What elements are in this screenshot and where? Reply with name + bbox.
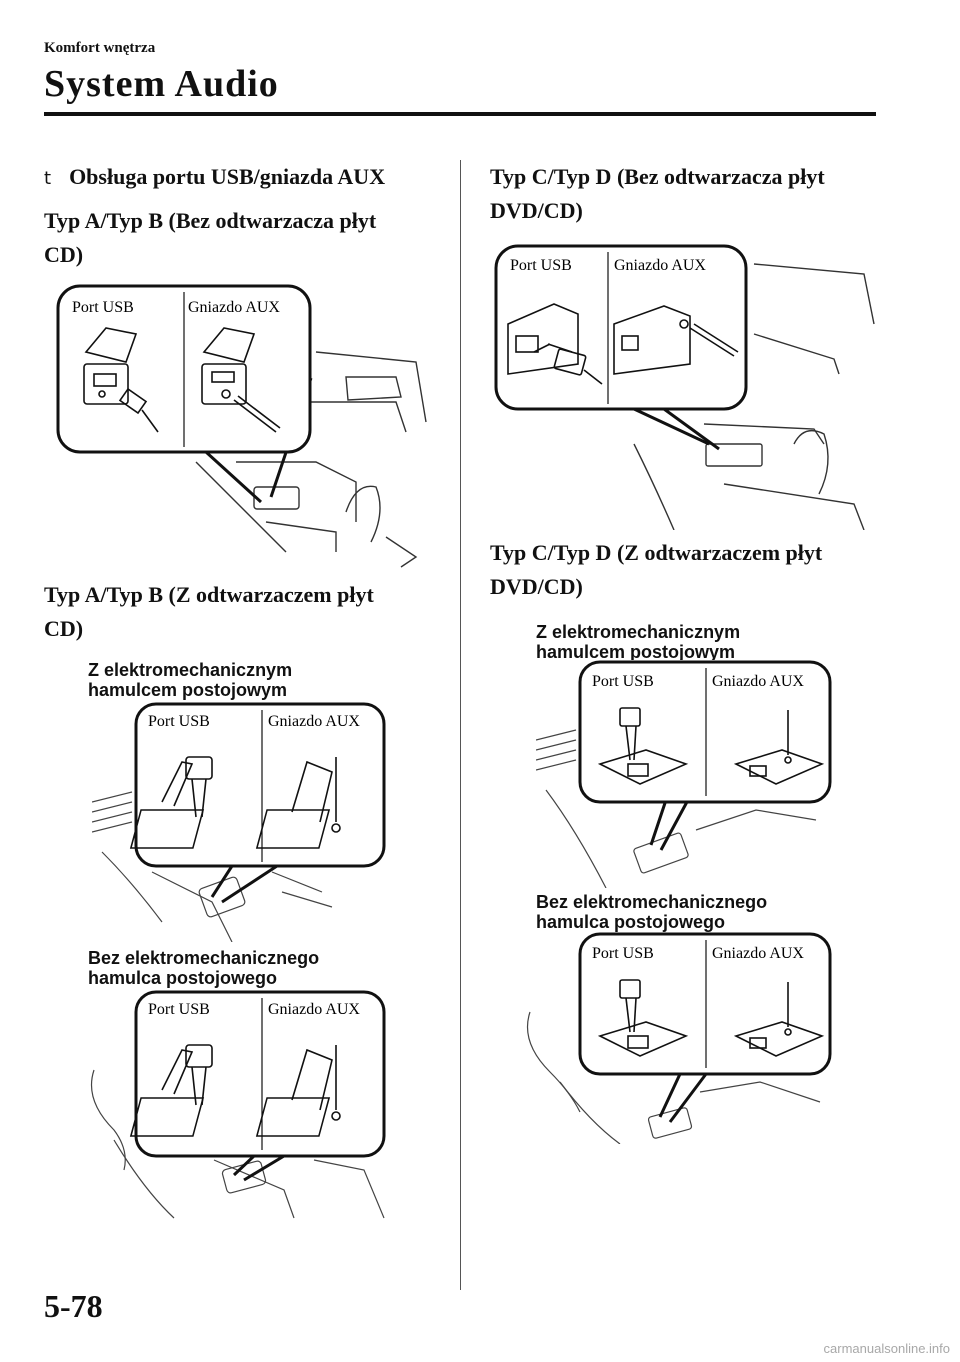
heading-type-ab-no-cd: Typ A/Typ B (Bez odtwarzacza płyt CD) <box>44 204 376 272</box>
figure-type-ab-cd-epb: Port USB Gniazdo AUX <box>92 702 392 942</box>
subheading-line: Z elektromechanicznym <box>536 622 741 642</box>
usb-port-icon <box>597 707 689 785</box>
subheading-line: hamulcem postojowym <box>536 642 736 662</box>
title-rule <box>44 112 876 116</box>
subheading-line: hamulcem postojowym <box>88 680 288 700</box>
usb-callout-label: Port USB <box>148 713 210 730</box>
heading-line: CD) <box>44 616 84 641</box>
aux-callout-label: Gniazdo AUX <box>712 945 804 962</box>
figure-type-cd-no-dvd: Port USB Gniazdo AUX <box>494 244 884 530</box>
figure-type-ab-no-cd: Port USB Gniazdo AUX <box>56 282 436 572</box>
heading-line: CD) <box>44 242 84 267</box>
usb-callout-label: Port USB <box>72 299 134 316</box>
aux-jack-icon <box>733 982 825 1057</box>
subheading-line: Bez elektromechanicznego <box>88 948 320 968</box>
usb-callout-label: Port USB <box>510 257 572 274</box>
usb-port-icon <box>83 327 159 433</box>
subheading-line: Z elektromechanicznym <box>88 660 293 680</box>
heading-line: Typ C/Typ D (Z odtwarzaczem płyt <box>490 540 823 565</box>
usb-port-icon <box>597 979 689 1057</box>
heading-type-cd-dvd: Typ C/Typ D (Z odtwarzaczem płyt DVD/CD) <box>490 536 822 604</box>
aux-jack-icon <box>733 710 825 785</box>
subheading-no-epb: Bez elektromechanicznego hamulca postojo… <box>88 948 319 988</box>
heading-line: DVD/CD) <box>490 198 583 223</box>
heading-line: Typ A/Typ B (Z odtwarzaczem płyt <box>44 582 374 607</box>
aux-jack-icon <box>255 1045 341 1137</box>
heading-line: DVD/CD) <box>490 574 583 599</box>
figure-type-cd-dvd-no-epb: Port USB Gniazdo AUX <box>520 932 840 1144</box>
page-title: System Audio <box>44 63 279 105</box>
aux-jack-icon <box>255 757 341 849</box>
aux-callout-label: Gniazdo AUX <box>712 673 804 690</box>
section-label: Komfort wnętrza <box>44 40 156 56</box>
column-divider <box>460 160 461 1290</box>
subheading-no-epb: Bez elektromechanicznego hamulca postojo… <box>536 892 767 932</box>
figure-type-cd-dvd-epb: Port USB Gniazdo AUX <box>536 660 836 888</box>
heading-usb-aux: t Obsługa portu USB/gniazda AUX <box>44 160 385 196</box>
subheading-line: hamulca postojowego <box>536 912 726 932</box>
heading-usb-aux-text: Obsługa portu USB/gniazda AUX <box>69 164 386 189</box>
aux-jack-icon <box>201 327 281 433</box>
subheading-epb: Z elektromechanicznym hamulcem postojowy… <box>536 622 740 662</box>
usb-port-icon <box>129 1044 213 1137</box>
heading-line: Typ A/Typ B (Bez odtwarzacza płyt <box>44 208 377 233</box>
aux-callout-label: Gniazdo AUX <box>188 299 280 316</box>
aux-jack-icon <box>613 305 739 375</box>
usb-callout-label: Port USB <box>148 1001 210 1018</box>
usb-callout-label: Port USB <box>592 945 654 962</box>
watermark: carmanualsonline.info <box>823 1341 950 1356</box>
subheading-line: hamulca postojowego <box>88 968 278 988</box>
heading-type-ab-cd: Typ A/Typ B (Z odtwarzaczem płyt CD) <box>44 578 374 646</box>
figure-type-ab-cd-no-epb: Port USB Gniazdo AUX <box>84 990 394 1220</box>
usb-port-icon <box>507 303 603 385</box>
usb-callout-label: Port USB <box>592 673 654 690</box>
heading-type-cd-no-dvd: Typ C/Typ D (Bez odtwarzacza płyt DVD/CD… <box>490 160 825 228</box>
bullet-icon: t <box>44 168 52 189</box>
aux-callout-label: Gniazdo AUX <box>268 713 360 730</box>
aux-callout-label: Gniazdo AUX <box>614 257 706 274</box>
page-number: 5-78 <box>44 1288 103 1324</box>
aux-callout-label: Gniazdo AUX <box>268 1001 360 1018</box>
usb-port-icon <box>129 756 213 849</box>
subheading-epb: Z elektromechanicznym hamulcem postojowy… <box>88 660 292 700</box>
subheading-line: Bez elektromechanicznego <box>536 892 768 912</box>
heading-line: Typ C/Typ D (Bez odtwarzacza płyt <box>490 164 825 189</box>
